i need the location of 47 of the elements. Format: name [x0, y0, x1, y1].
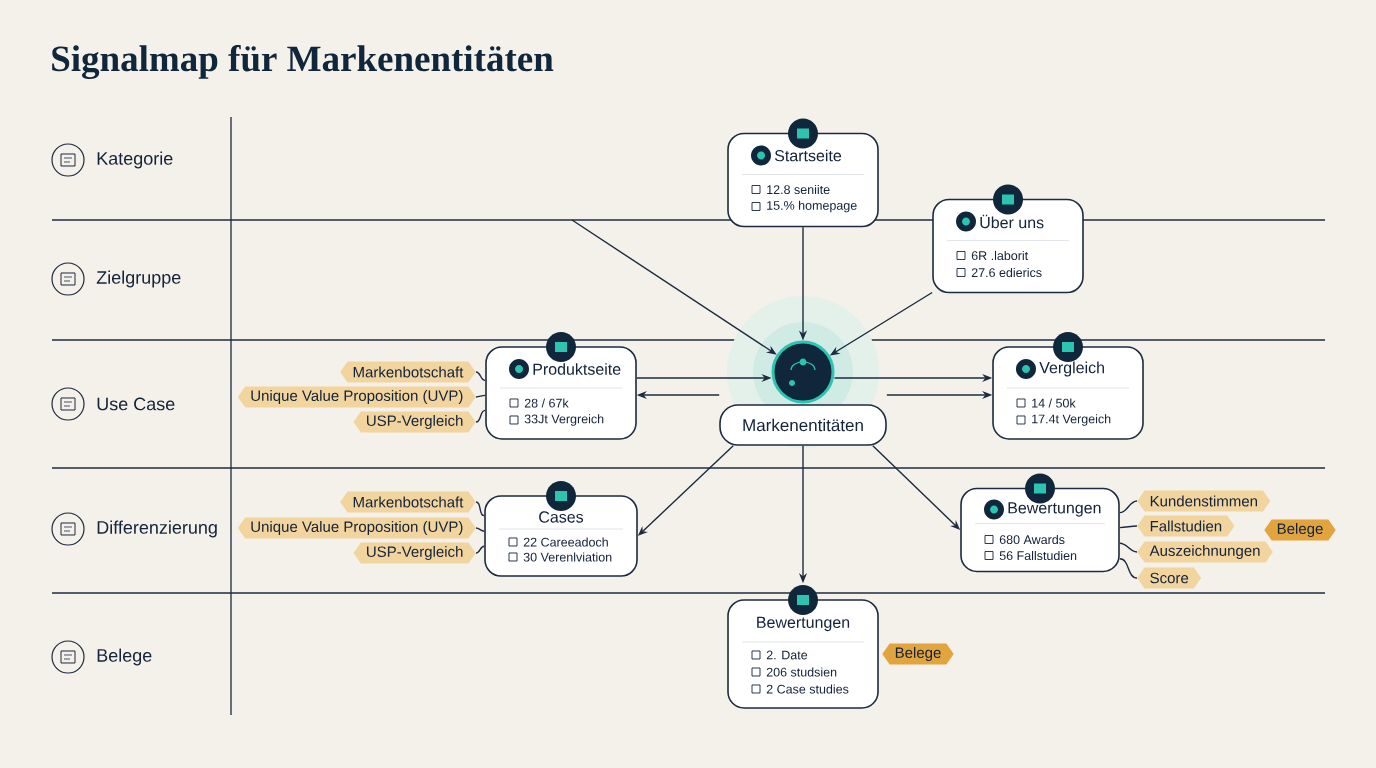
tag: Unique Value Proposition (UVP)	[237, 386, 476, 408]
stat-line: 17.4t Vergeich	[1032, 414, 1111, 426]
tag: USP-Vergleich	[353, 542, 476, 564]
card	[485, 332, 637, 440]
row-label: Belege	[97, 648, 152, 666]
card	[727, 585, 879, 709]
tag: Kundenstimmen	[1137, 490, 1271, 512]
tag: Markenbotschaft	[340, 361, 476, 383]
card-title: Über uns	[980, 214, 1044, 229]
tag: Unique Value Proposition (UVP)	[237, 517, 476, 539]
card-title: Cases	[539, 511, 584, 523]
stat-line: 56 Fallstudien	[999, 550, 1077, 561]
tag: USP-Vergleich	[353, 411, 476, 433]
stat-line: 22 Careeadoch	[523, 537, 608, 547]
card	[960, 473, 1120, 573]
stat-line: 33Jt Vergreich	[524, 414, 604, 426]
card-title: Startseite	[774, 149, 842, 162]
card-title: Bewertungen	[1008, 502, 1101, 517]
title: Signalmap für Markenentitäten	[52, 44, 554, 80]
tag: Score	[1137, 567, 1202, 589]
stat-line: 28 / 67k	[524, 398, 569, 408]
row-label: Differenzierung	[97, 520, 217, 538]
stat-line: 27.6 edierics	[971, 267, 1042, 278]
stat-line: 15.% homepage	[767, 200, 857, 213]
card-title: Produktseite	[533, 363, 621, 375]
stat-line: 2 Case studies	[766, 684, 849, 694]
stat-line: 14 / 50k	[1032, 398, 1076, 408]
card-title: Vergleich	[1039, 361, 1104, 377]
card	[484, 481, 638, 577]
card-title: Bewertungen	[757, 616, 850, 632]
row-label: Kategorie	[97, 151, 173, 169]
stat-line: 206 studsien	[766, 667, 837, 677]
stat-line: 30 Verenlviation	[523, 552, 612, 562]
tag: Fallstudien	[1137, 515, 1235, 537]
stat-line: 680 Awards	[999, 534, 1065, 545]
card	[932, 184, 1084, 294]
row-label: Use Case	[97, 397, 175, 411]
card	[727, 118, 879, 228]
tag: Auszeichnungen	[1137, 541, 1273, 563]
stat-line: 2. Date	[766, 650, 808, 660]
label-pill: Markenentitäten	[719, 404, 887, 446]
stat-line: 12.8 seniite	[767, 184, 830, 195]
stat-line: 6R .laborit	[971, 250, 1029, 261]
hub-circle	[771, 340, 835, 404]
card	[992, 332, 1144, 440]
tag: Markenbotschaft	[340, 491, 476, 513]
row-label: Zielgruppe	[96, 270, 181, 288]
